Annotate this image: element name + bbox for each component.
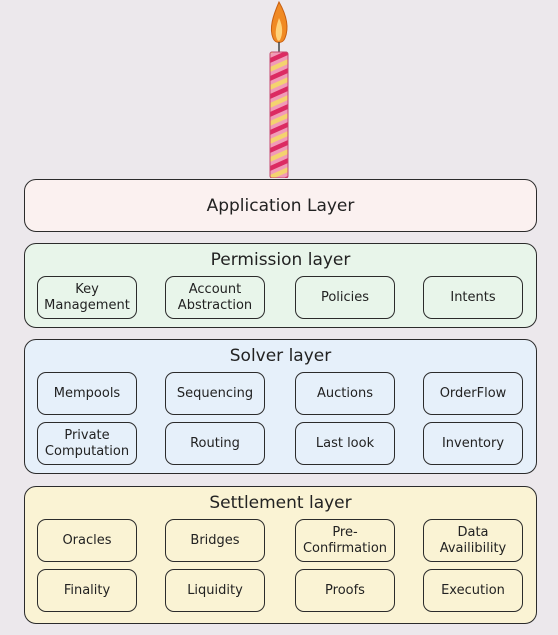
candle-stripe (270, 86, 288, 99)
candle-stripe (270, 52, 288, 63)
permission-layer: Permission layer Key Management Account … (24, 243, 537, 328)
settlement-layer-title: Settlement layer (209, 493, 352, 513)
execution-box: Execution (423, 569, 523, 612)
account-abstraction-box: Account Abstraction (165, 276, 265, 319)
data-availibility-box: Data Availibility (423, 519, 523, 562)
candle-stripe (270, 104, 288, 117)
candle-stripe (270, 95, 288, 108)
inventory-box: Inventory (423, 422, 523, 465)
intents-box: Intents (423, 276, 523, 319)
routing-box: Routing (165, 422, 265, 465)
permission-layer-title: Permission layer (210, 250, 351, 270)
application-layer: Application Layer (24, 179, 537, 232)
sequencing-box: Sequencing (165, 372, 265, 415)
candle-stripe (270, 158, 288, 171)
proofs-box: Proofs (295, 569, 395, 612)
candle-stripe (270, 140, 288, 153)
candle-stripe (270, 131, 288, 144)
solver-layer: Solver layer Mempools Sequencing Auction… (24, 339, 537, 474)
settlement-layer: Settlement layer Oracles Bridges Pre- Co… (24, 486, 537, 624)
pre-confirmation-box: Pre- Confirmation (295, 519, 395, 562)
private-computation-box: Private Computation (37, 422, 137, 465)
application-layer-title: Application Layer (206, 196, 355, 216)
birthday-candle-icon (269, 0, 289, 178)
policies-box: Policies (295, 276, 395, 319)
candle-stripe (270, 68, 288, 81)
candle-stripe (270, 122, 288, 135)
candle-stripe (270, 77, 288, 90)
bridges-box: Bridges (165, 519, 265, 562)
orderflow-box: OrderFlow (423, 372, 523, 415)
last-look-box: Last look (295, 422, 395, 465)
mempools-box: Mempools (37, 372, 137, 415)
candle-stripe (270, 113, 288, 126)
liquidity-box: Liquidity (165, 569, 265, 612)
auctions-box: Auctions (295, 372, 395, 415)
key-management-box: Key Management (37, 276, 137, 319)
candle-stripe (270, 167, 288, 178)
candle-stripe (270, 149, 288, 162)
solver-layer-title: Solver layer (229, 346, 332, 366)
finality-box: Finality (37, 569, 137, 612)
candle-stripe (270, 59, 288, 72)
oracles-box: Oracles (37, 519, 137, 562)
